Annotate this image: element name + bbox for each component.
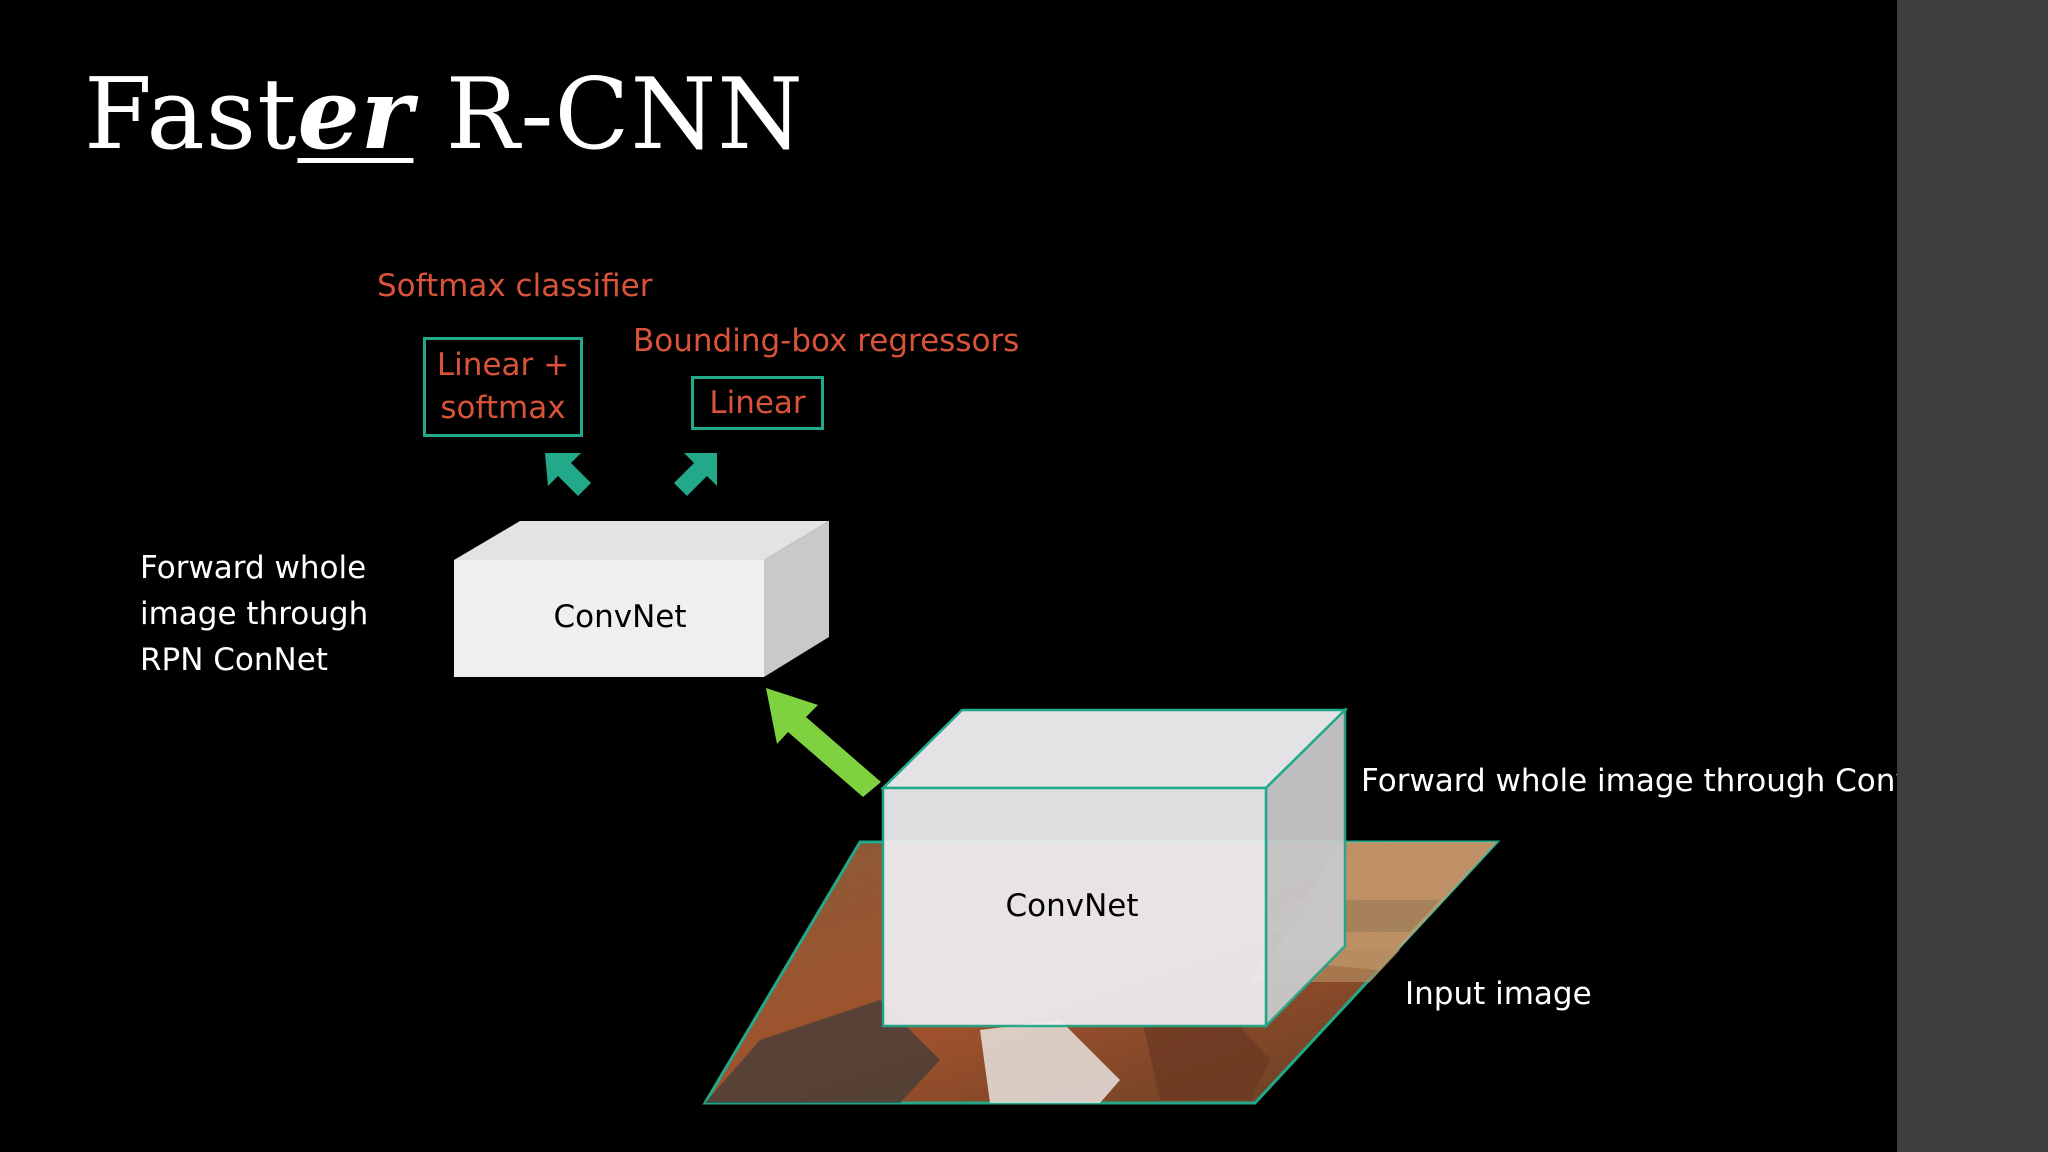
input-image-label: Input image bbox=[1405, 976, 1592, 1012]
convnet-large-label: ConvNet bbox=[1005, 888, 1138, 924]
convnet-small-cube: ConvNet bbox=[454, 521, 829, 677]
arrow-to-regressor bbox=[674, 453, 717, 496]
slide-title: Faster R-CNN bbox=[84, 66, 804, 165]
arrow-convnet-to-rpn bbox=[766, 688, 881, 797]
title-suffix: R-CNN bbox=[413, 58, 804, 172]
rpn-desc-line2: image through bbox=[140, 596, 369, 632]
linear-softmax-box: Linear + softmax bbox=[423, 337, 583, 437]
rpn-desc-line3: RPN ConNet bbox=[140, 642, 328, 678]
arrow-to-classifier bbox=[545, 453, 591, 496]
side-panel bbox=[1897, 0, 2048, 1152]
slide: Faster R-CNN ConvNet bbox=[84, 65, 1897, 1105]
linear-softmax-line1: Linear + bbox=[436, 347, 570, 383]
forward-convnet-label: Forward whole image through ConvNet bbox=[1361, 763, 1897, 799]
linear-box: Linear bbox=[691, 376, 824, 430]
rpn-description: Forward whole image through RPN ConNet bbox=[140, 545, 368, 683]
convnet-large-cube: ConvNet bbox=[879, 707, 1349, 1030]
rpn-desc-line1: Forward whole bbox=[140, 550, 367, 586]
faster-rcnn-diagram: ConvNet ConvNet bbox=[454, 453, 1501, 1105]
linear-label: Linear bbox=[709, 385, 806, 421]
title-prefix: Fast bbox=[84, 58, 298, 172]
linear-softmax-line2: softmax bbox=[440, 390, 566, 427]
title-emphasis: er bbox=[297, 57, 414, 172]
softmax-classifier-label: Softmax classifier bbox=[377, 268, 653, 304]
convnet-small-label: ConvNet bbox=[553, 599, 686, 635]
bbox-regressors-label: Bounding-box regressors bbox=[633, 323, 1020, 359]
